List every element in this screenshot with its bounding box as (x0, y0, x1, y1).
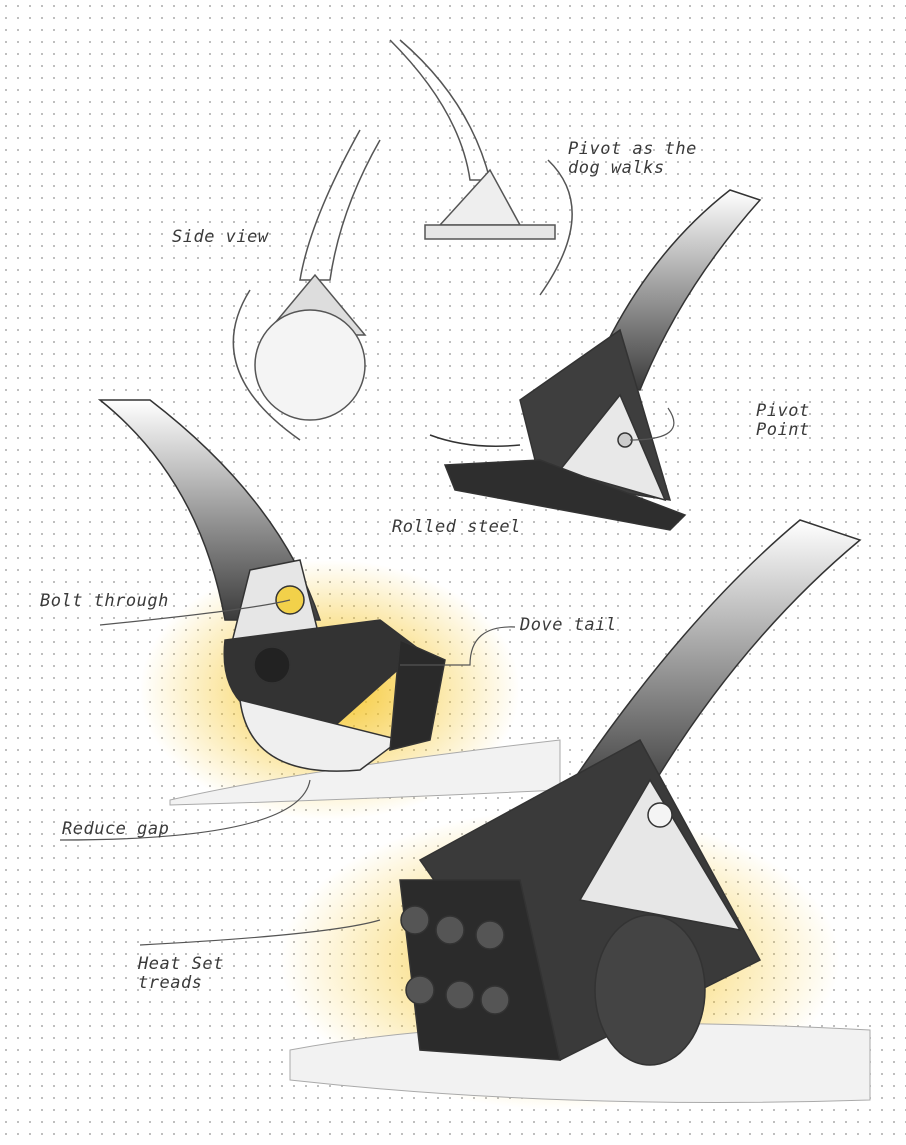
label-side-view: Side view (172, 227, 269, 247)
sketch-side-view (232, 129, 381, 441)
label-pivot-point: Pivot Point (756, 401, 810, 440)
label-bolt-through: Bolt through (40, 591, 169, 611)
sketch-heatset-render (399, 519, 862, 1066)
label-heat-set-treads: Heat Set treads (138, 954, 224, 993)
sketch-pivot-render (429, 189, 762, 531)
label-pivot-walk: Pivot as the dog walks (568, 139, 697, 178)
label-dove-tail: Dove tail (520, 615, 617, 635)
sketch-bolt-render (97, 399, 446, 772)
label-rolled-steel: Rolled steel (392, 517, 521, 537)
sketch-top-pivot (389, 39, 573, 296)
label-reduce-gap: Reduce gap (62, 819, 170, 839)
leader-lines (59, 407, 675, 946)
